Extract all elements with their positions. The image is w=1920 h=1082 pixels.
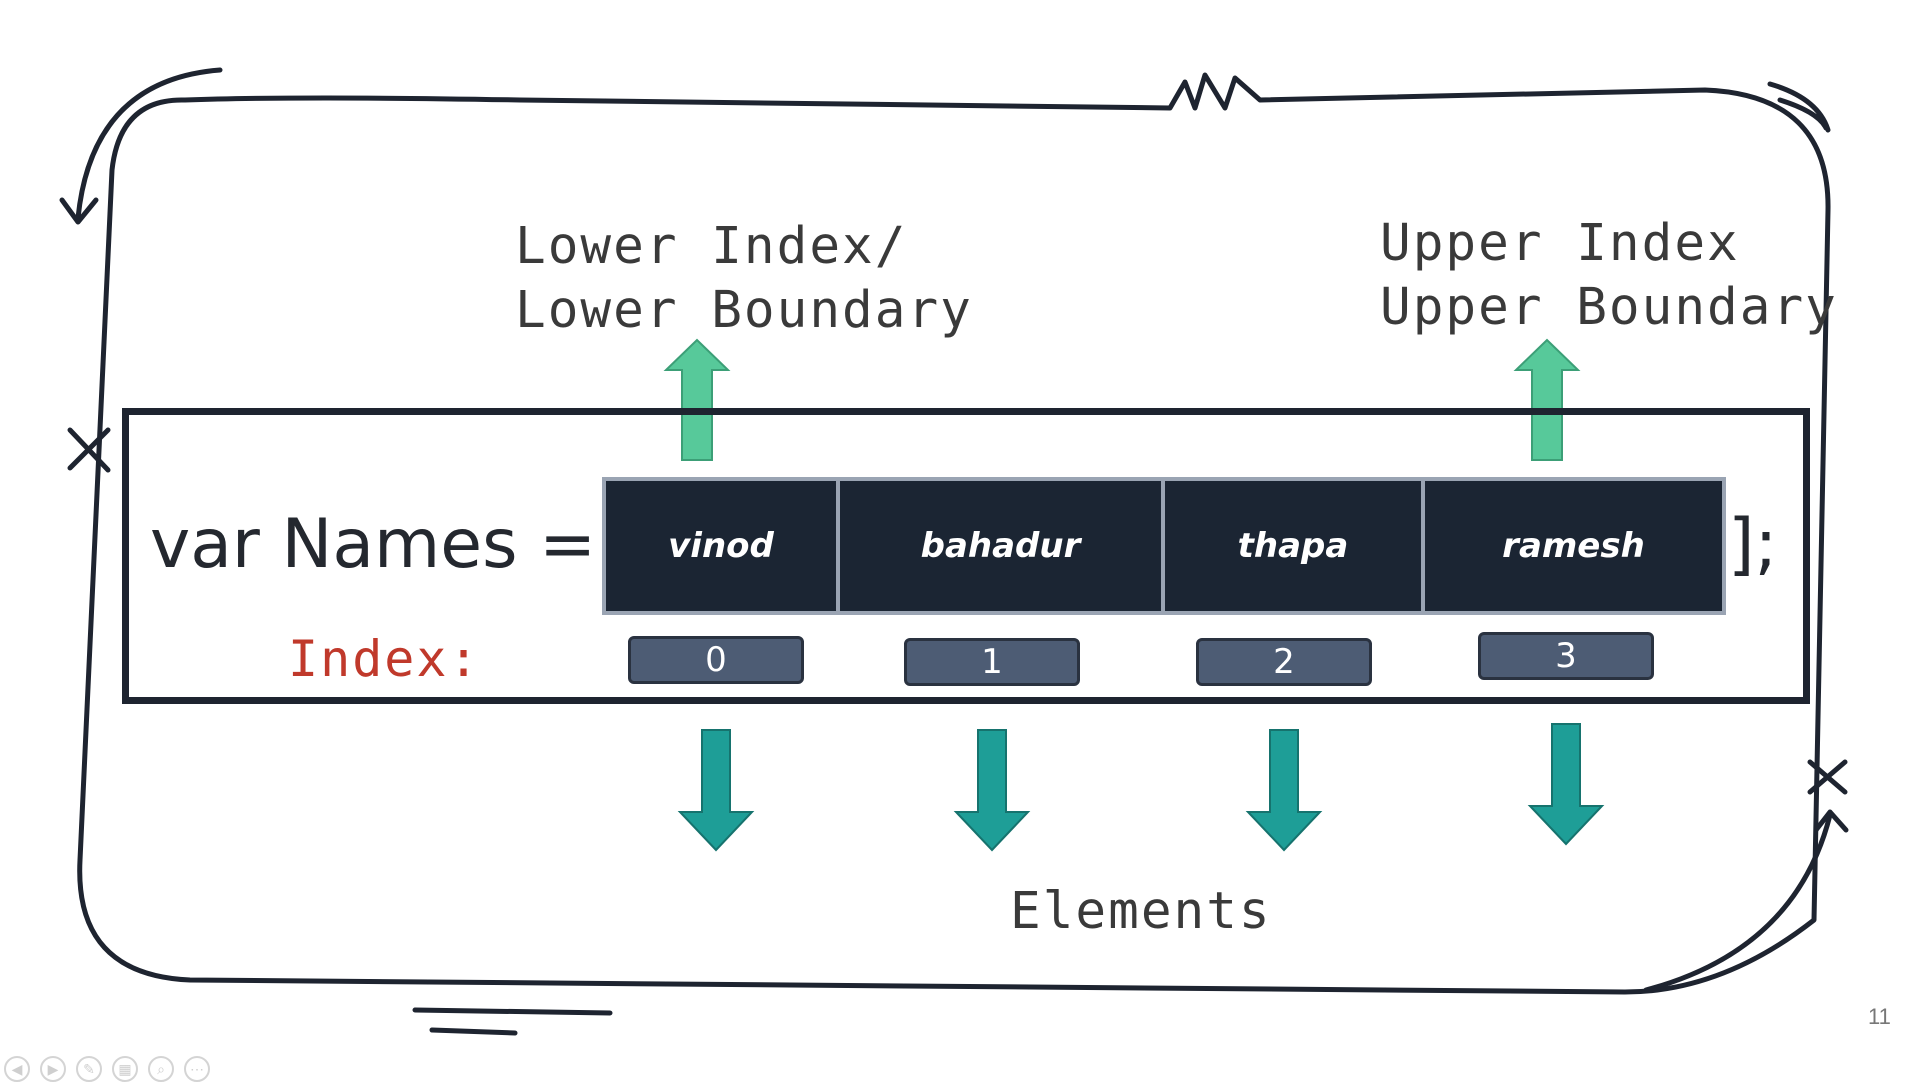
upper-label-line1: Upper Index	[1380, 214, 1740, 273]
code-prefix: var Names = [	[150, 505, 645, 584]
lower-label-line1: Lower Index/	[515, 217, 908, 276]
lower-boundary-label: Lower Index/Lower Boundary	[515, 215, 973, 343]
sketch-curve-arrow-top-left	[75, 67, 223, 221]
array-cell-2: thapa	[1161, 481, 1421, 611]
index-badge-2: 2	[1196, 638, 1372, 686]
code-box	[122, 408, 1810, 704]
slides-icon[interactable]: ▦	[112, 1056, 138, 1082]
lower-label-line2: Lower Boundary	[515, 281, 973, 340]
sketch-x-right	[1807, 759, 1848, 795]
next-icon[interactable]: ▶	[40, 1056, 66, 1082]
sketch-curve-arrow-bottom-right	[1643, 812, 1833, 993]
zoom-icon[interactable]: ⌕	[148, 1056, 174, 1082]
slide-number: 11	[1868, 1004, 1891, 1029]
presentation-toolbar: ◀ ▶ ✎ ▦ ⌕ ⋯	[4, 1056, 210, 1082]
upper-label-line2: Upper Boundary	[1380, 278, 1838, 337]
more-icon[interactable]: ⋯	[184, 1056, 210, 1082]
sketch-lines-bottom	[412, 1007, 613, 1036]
index-badge-1: 1	[904, 638, 1080, 686]
sketch-curves-top-right	[1767, 81, 1831, 133]
sketch-frame	[77, 72, 1831, 995]
code-suffix: ];	[1728, 505, 1778, 584]
index-label: Index:	[288, 630, 481, 688]
array-cell-3: ramesh	[1421, 481, 1722, 611]
down-arrow-element-1	[953, 729, 1031, 852]
previous-icon[interactable]: ◀	[4, 1056, 30, 1082]
array-cell-0: vinod	[668, 526, 774, 566]
pen-icon[interactable]: ✎	[76, 1056, 102, 1082]
up-arrow-upper	[1513, 338, 1581, 461]
index-badge-3: 3	[1478, 632, 1654, 680]
array-cells: vinod bahadur thapa ramesh	[602, 477, 1726, 615]
sketch-x-left	[67, 427, 111, 473]
down-arrow-element-0	[677, 729, 755, 852]
down-arrow-element-3	[1527, 723, 1605, 846]
up-arrow-lower	[663, 338, 731, 461]
down-arrow-element-2	[1245, 729, 1323, 852]
array-cell-1: bahadur	[836, 481, 1161, 611]
elements-label: Elements	[1010, 882, 1272, 941]
index-badge-0: 0	[628, 636, 804, 684]
